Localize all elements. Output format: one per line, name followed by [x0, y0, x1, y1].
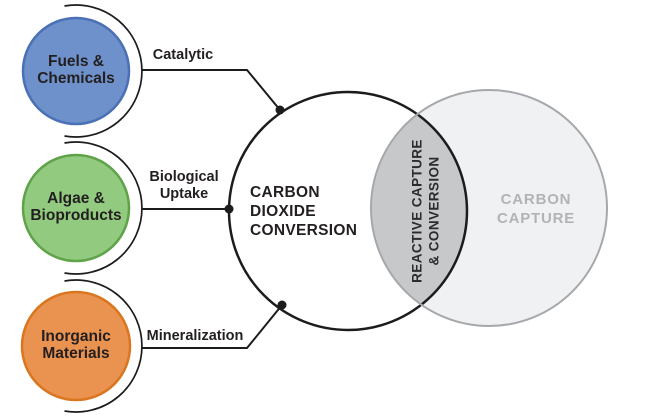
mineralization-label: Mineralization: [146, 328, 244, 344]
reactive-capture-conversion-label-line2: & CONVERSION: [426, 156, 441, 266]
mineralization-junction-dot: [277, 300, 287, 310]
fuels-chemicals-arc: [64, 4, 143, 138]
fuels-chemicals-label-line1: Fuels &: [48, 53, 104, 70]
biological-uptake-label-line1: Biological: [149, 169, 219, 185]
inorganic-materials-label-line1: Inorganic: [41, 328, 111, 345]
inorganic-materials-label-line2: Materials: [42, 345, 110, 362]
mineralization-connector-line: [142, 304, 283, 349]
co2-conversion-label-line1: CARBON: [250, 184, 320, 201]
algae-bioproducts-label-line2: Bioproducts: [30, 207, 122, 224]
carbon-capture-label-line1: CARBON: [500, 191, 572, 208]
algae-bioproducts-arc: [64, 141, 143, 275]
biological-uptake-junction-dot: [224, 204, 234, 214]
co2-conversion-label-line2: DIOXIDE: [250, 203, 316, 220]
algae-bioproducts-label: Algae & Bioproducts: [16, 190, 136, 224]
carbon-capture-label-line2: CAPTURE: [496, 210, 576, 227]
co2-conversion-label: CARBON DIOXIDE CONVERSION: [250, 183, 380, 240]
fuels-chemicals-node: [21, 16, 131, 126]
reactive-capture-conversion-label-line1: REACTIVE CAPTURE: [409, 139, 425, 283]
inorganic-materials-arc: [64, 279, 143, 413]
reactive-capture-conversion-label: REACTIVE CAPTURE & CONVERSION: [410, 121, 443, 301]
co2-conversion-label-line3: CONVERSION: [250, 222, 358, 239]
catalytic-connector-line: [142, 69, 281, 111]
inorganic-materials-label: Inorganic Materials: [16, 328, 136, 362]
overlap-lens: [371, 92, 467, 326]
carbon-capture-label: CARBON CAPTURE: [476, 190, 596, 228]
catalytic-junction-dot: [275, 105, 285, 115]
fuels-chemicals-label: Fuels & Chemicals: [16, 53, 136, 87]
catalytic-label: Catalytic: [152, 47, 214, 63]
fuels-chemicals-label-line2: Chemicals: [37, 70, 115, 87]
carbon-capture-circle-outline: [370, 89, 608, 327]
biological-uptake-label-line2: Uptake: [159, 186, 209, 202]
inorganic-materials-node: [20, 290, 132, 402]
algae-bioproducts-label-line1: Algae &: [47, 190, 105, 207]
biological-uptake-label: Biological Uptake: [124, 169, 244, 203]
overlap-lens-group: [371, 92, 467, 326]
algae-bioproducts-node: [21, 153, 131, 263]
